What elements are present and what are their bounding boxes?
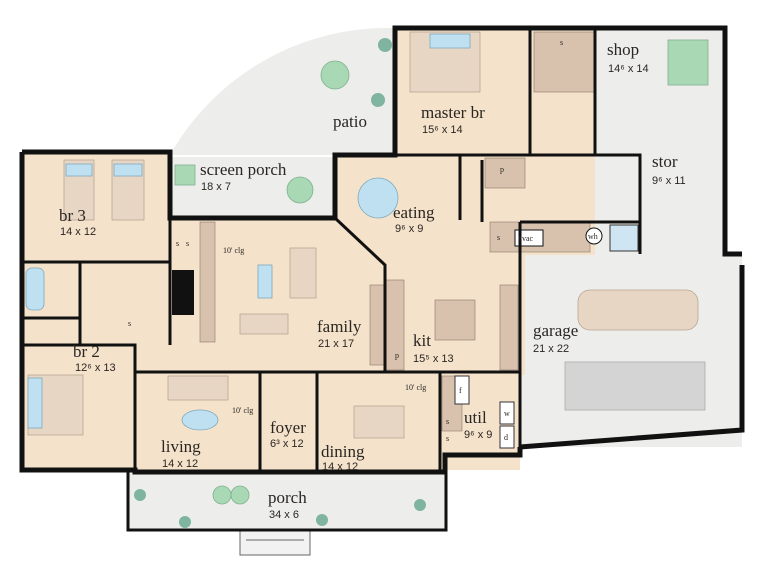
eating-label: eating <box>393 203 435 222</box>
ceiling-note-living: 10' clg <box>232 406 253 415</box>
util-label: util <box>464 408 487 427</box>
water-heater <box>585 227 603 245</box>
dining-label: dining <box>321 442 365 461</box>
br3-size: 14 x 12 <box>60 226 96 238</box>
washer <box>499 401 515 425</box>
garage-label: garage <box>533 321 578 340</box>
shelf-label: s <box>446 417 449 426</box>
fridge-label: f <box>459 386 462 395</box>
shelf-label: s <box>560 38 563 47</box>
steps <box>239 529 311 556</box>
washer-label: w <box>504 409 510 418</box>
garage-area <box>520 252 742 447</box>
fridge <box>454 375 470 405</box>
shop-label: shop <box>607 40 639 59</box>
pantry-label: p <box>395 351 399 360</box>
notes: 10' clg 10' clg 10' clg hvac wh f w d p … <box>128 38 598 443</box>
shelf-label: s <box>176 239 179 248</box>
family-size: 21 x 17 <box>318 338 354 350</box>
br2-size: 12⁶ x 13 <box>75 362 116 374</box>
shop-size: 14⁶ x 14 <box>608 63 649 75</box>
room-labels: patio master br 15⁶ x 14 shop 14⁶ x 14 s… <box>59 40 686 521</box>
shelf-label: s <box>186 239 189 248</box>
dryer-label: d <box>504 433 508 442</box>
kit-label: kit <box>413 331 431 350</box>
family-label: family <box>317 317 362 336</box>
water-heater-label: wh <box>588 232 598 241</box>
br2-label: br 2 <box>73 342 100 361</box>
dryer <box>499 425 515 449</box>
master-br-size: 15⁶ x 14 <box>422 124 463 136</box>
br3-label: br 3 <box>59 206 86 225</box>
porch-size: 34 x 6 <box>269 509 299 521</box>
kit-size: 15⁵ x 13 <box>413 353 454 365</box>
util-size: 9⁶ x 9 <box>464 429 492 441</box>
garage-size: 21 x 22 <box>533 343 569 355</box>
patio-label: patio <box>333 112 367 131</box>
porch-label: porch <box>268 488 307 507</box>
living-label: living <box>161 437 201 456</box>
foyer-label: foyer <box>270 418 306 437</box>
hvac-unit <box>514 229 544 247</box>
screen-porch-label: screen porch <box>200 160 287 179</box>
hvac-label: hvac <box>518 234 534 243</box>
screen-porch-size: 18 x 7 <box>201 181 231 193</box>
eating-size: 9⁶ x 9 <box>395 223 423 235</box>
dining-size: 14 x 12 <box>322 461 358 473</box>
furniture <box>25 31 709 528</box>
cabinetry <box>172 31 639 449</box>
pantry-label-2: p <box>500 165 504 174</box>
living-size: 14 x 12 <box>162 458 198 470</box>
fireplace <box>172 270 194 315</box>
shower <box>609 224 639 252</box>
stor-label: stor <box>652 152 678 171</box>
shelf-label: s <box>446 434 449 443</box>
patio-area <box>170 27 393 155</box>
shelf-label: s <box>128 319 131 328</box>
foyer-size: 6³ x 12 <box>270 438 304 450</box>
walls <box>19 25 745 532</box>
ceiling-note-dining: 10' clg <box>405 383 426 392</box>
ceiling-note-family: 10' clg <box>223 246 244 255</box>
master-br-label: master br <box>421 103 485 122</box>
shelf-label: s <box>497 233 500 242</box>
stor-size: 9⁶ x 11 <box>652 175 686 187</box>
